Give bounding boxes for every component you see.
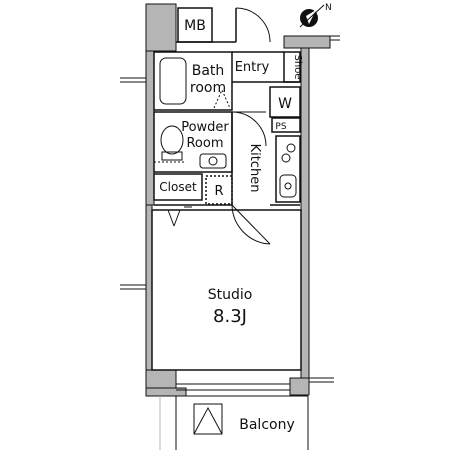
wall-right-foot bbox=[289, 377, 310, 396]
balcony-label: Balcony bbox=[239, 417, 295, 433]
bathtub bbox=[159, 57, 187, 105]
toilet-icon bbox=[160, 125, 184, 155]
wall-bottom-left bbox=[145, 387, 187, 397]
room-labels: MB Entry Shoe Bath room W PS Powder Room… bbox=[159, 18, 303, 433]
balcony bbox=[159, 383, 309, 450]
shoe-label: Shoe bbox=[292, 55, 303, 80]
bath-label-line2: room bbox=[190, 80, 226, 96]
kitchen-counter bbox=[275, 135, 301, 203]
wall-left-upper bbox=[145, 3, 177, 52]
shoe-box bbox=[283, 51, 301, 83]
ps-box bbox=[271, 117, 301, 133]
wall-left-pillar bbox=[145, 204, 153, 396]
interior-walls bbox=[151, 7, 302, 371]
washer-label: W bbox=[278, 96, 292, 112]
north-compass-icon: N bbox=[299, 3, 332, 28]
bath-walls bbox=[153, 51, 233, 111]
fixtures bbox=[154, 57, 297, 198]
building-lines bbox=[120, 35, 340, 383]
powder-label-line1: Powder bbox=[181, 120, 229, 135]
washer-box bbox=[269, 86, 301, 118]
kitchen-label: Kitchen bbox=[247, 144, 262, 193]
studio-label: Studio bbox=[208, 287, 253, 303]
stove-burner-icon bbox=[286, 143, 296, 153]
kitchen-sink-icon bbox=[279, 174, 297, 198]
ps-label: PS bbox=[275, 122, 286, 132]
mb-label: MB bbox=[184, 18, 206, 34]
sink-icon bbox=[199, 153, 227, 169]
bath-label-line1: Bath bbox=[192, 63, 225, 79]
fridge-label: R bbox=[214, 184, 223, 199]
wall-right bbox=[300, 47, 310, 379]
wall-left-mid bbox=[145, 50, 155, 206]
compass-label: N bbox=[325, 3, 332, 13]
entry-label: Entry bbox=[235, 60, 270, 75]
closet-walls bbox=[153, 173, 203, 201]
studio-walls bbox=[151, 209, 302, 371]
studio-size-label: 8.3J bbox=[213, 306, 247, 327]
balcony-hatch bbox=[193, 403, 223, 435]
wall-top-right bbox=[283, 35, 331, 49]
closet-label: Closet bbox=[159, 180, 197, 194]
powder-label-line2: Room bbox=[186, 136, 223, 151]
doors bbox=[167, 88, 271, 245]
